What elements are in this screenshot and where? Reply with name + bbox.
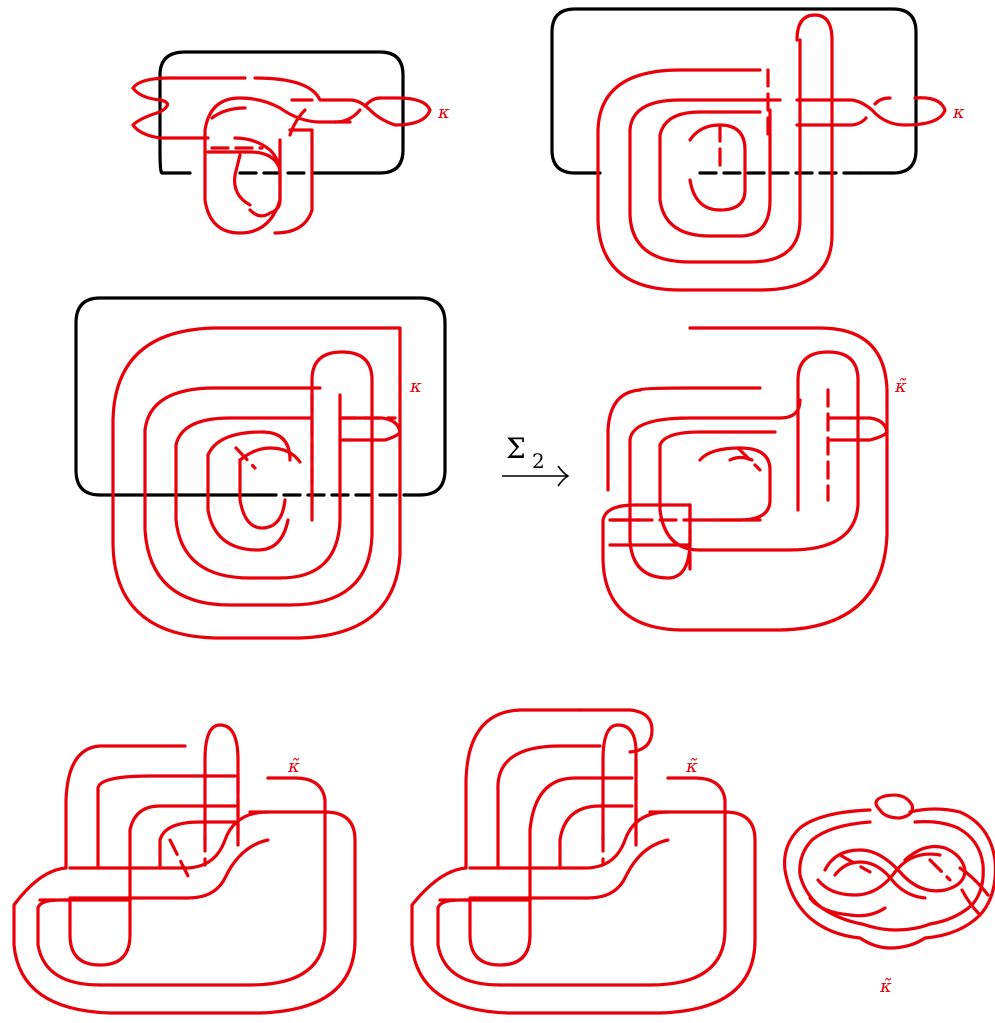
knot-kappa-1 [133,78,430,233]
arrow-operator: Σ [506,432,526,465]
knot-kappa-2 [598,15,945,290]
arrow-subscript: 2 [532,449,545,473]
panel-5: κ̃ [14,725,355,1013]
panel-4: κ̃ [603,328,907,630]
panel-7: κ̃ [785,795,995,997]
kappa-tilde-label-3: κ̃ [685,756,698,777]
panel-2: κ [552,9,965,290]
knot-kappa-tilde-2 [14,725,355,1013]
kappa-label-1: κ [437,102,450,123]
kappa-tilde-label-4: κ̃ [879,976,892,997]
panel-6: κ̃ [412,710,755,1013]
panel-3: κ [76,298,445,638]
surface-boundary-2 [552,9,916,173]
knot-kappa-tilde-4 [785,795,995,948]
sigma2-arrow: Σ 2 [502,432,568,486]
panel-1: κ [133,52,450,233]
knot-kappa-3 [113,328,400,638]
kappa-label-2: κ [952,102,965,123]
kappa-tilde-label-2: κ̃ [287,756,300,777]
knot-kappa-tilde-3 [412,710,755,1013]
knot-kappa-tilde-1 [603,328,887,630]
kappa-label-3: κ [409,376,422,397]
kappa-tilde-label-1: κ̃ [894,376,907,397]
